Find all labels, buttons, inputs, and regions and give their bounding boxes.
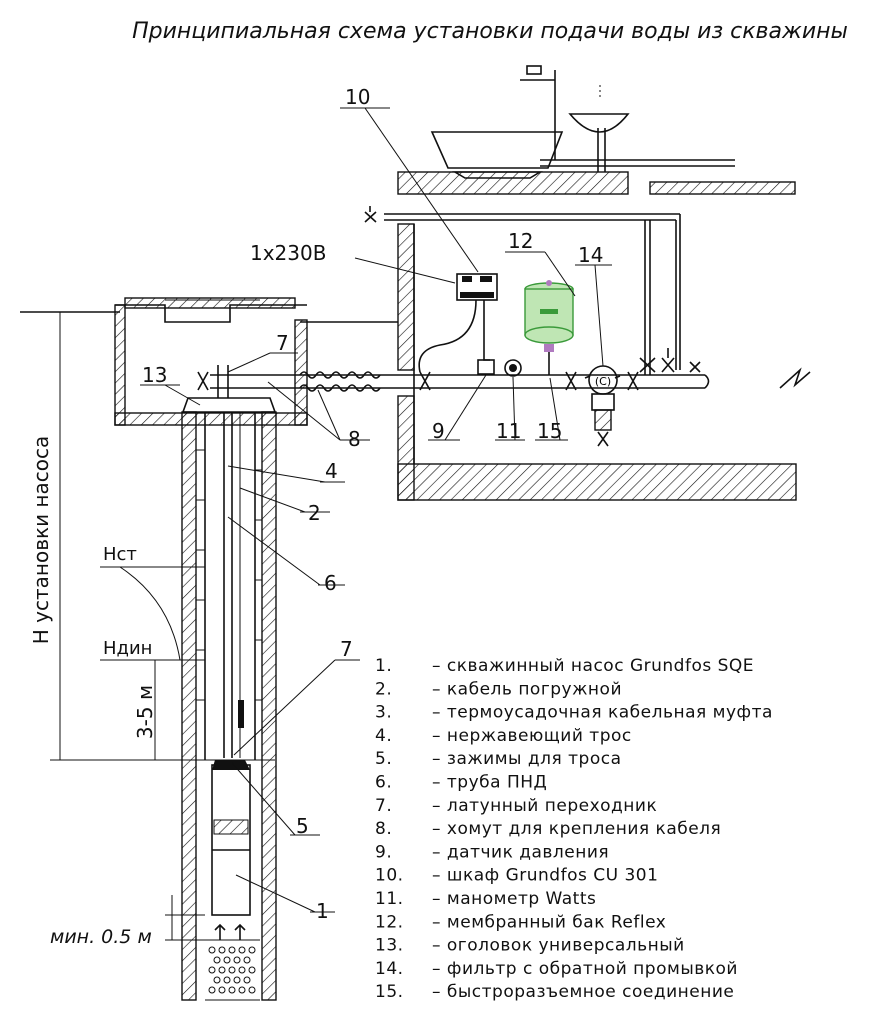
membrane-tank [524,280,574,375]
legend-text: – шкаф Grundfos CU 301 [432,866,658,886]
callout-4: 4 [325,459,338,483]
well-pit [114,297,381,426]
gravel [205,923,260,1001]
well-shaft [100,411,277,1001]
legend-number: 7. [375,796,392,816]
callout-9: 9 [432,419,445,443]
callout-5: 5 [296,814,309,838]
static-level-label: Нст [103,544,137,565]
min-gap-label: мин. 0.5 м [50,926,152,948]
basement-pipework [240,206,710,391]
callout-leaders [140,107,612,913]
manometer [504,359,522,377]
callout-13: 13 [142,363,167,387]
callout-7a: 7 [276,331,289,355]
callout-11: 11 [496,419,521,443]
legend-number: 9. [375,842,392,862]
legend: 1. – скважинный насос Grundfos SQE 2. – каб… [375,656,773,1002]
dynamic-level-label: Ндин [103,638,152,659]
depth-range-label: 3-5 м [133,685,157,739]
legend-text: – термоусадочная кабельная муфта [432,703,773,723]
legend-number: 2. [375,679,392,699]
dimension-lines [50,311,275,941]
legend-text: – труба ПНД [432,773,547,793]
callout-10: 10 [345,85,370,109]
legend-number: 3. [375,703,392,723]
callout-7b: 7 [340,637,353,661]
fixtures [430,65,735,179]
legend-text: – нержавеющий трос [432,726,632,746]
svg-text:(C): (C) [595,375,611,388]
legend-text: – латунный переходник [432,796,657,816]
legend-text: – фильтр с обратной промывкой [432,959,738,979]
legend-number: 1. [375,656,392,676]
legend-number: 5. [375,749,392,769]
basement-structure [20,171,811,501]
legend-number: 15. [375,982,404,1002]
legend-number: 10. [375,866,404,886]
control-cabinet [418,273,498,375]
legend-number: 4. [375,726,392,746]
legend-text: – скважинный насос Grundfos SQE [432,656,754,676]
callout-1: 1 [316,899,329,923]
diagram-title: Принципиальная схема установки подачи во… [132,19,848,44]
legend-text: – хомут для крепления кабеля [432,819,721,839]
legend-text: – оголовок универсальный [432,936,685,956]
legend-text: – мембранный бак Reflex [432,912,666,932]
legend-text: – манометр Watts [432,889,596,909]
legend-number: 14. [375,959,404,979]
legend-number: 12. [375,912,404,932]
callout-14: 14 [578,243,603,267]
power-label: 1x230В [250,241,326,265]
callout-12: 12 [508,229,533,253]
legend-text: – быстроразъемное соединение [432,982,734,1002]
callout-6: 6 [324,571,337,595]
legend-text: – зажимы для троса [432,749,621,769]
callout-2: 2 [308,501,321,525]
legend-number: 13. [375,936,404,956]
legend-number: 8. [375,819,392,839]
pump-depth-label: Н установки насоса [29,436,53,645]
backwash-filter: (C) [584,365,621,447]
callout-15: 15 [537,419,562,443]
legend-number: 11. [375,889,404,909]
callout-8: 8 [348,427,361,451]
legend-text: – кабель погружной [432,679,622,699]
legend-number: 6. [375,773,392,793]
legend-text: – датчик давления [432,842,609,862]
